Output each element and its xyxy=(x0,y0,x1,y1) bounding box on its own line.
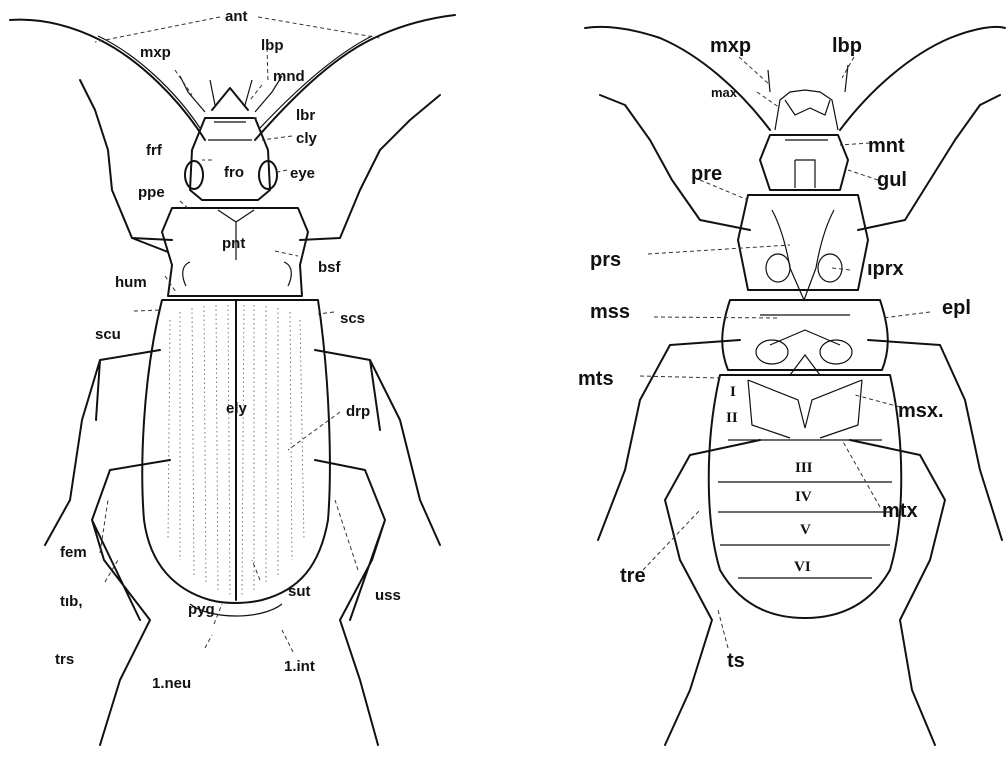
leg-hind-left xyxy=(92,460,170,745)
antenna-left xyxy=(10,20,205,140)
ventral-leg-front-right xyxy=(858,95,1000,230)
label-bsf: bsf xyxy=(318,259,342,276)
sternite-label: I xyxy=(730,384,736,400)
label-ventral-mts: mts xyxy=(578,368,614,390)
dorsal-view: ant mxp lbp mnd lbr cly frf fro eye ppe … xyxy=(10,8,455,745)
label-fem: fem xyxy=(60,544,87,561)
ventral-head xyxy=(760,135,848,190)
label-pyg: pyg xyxy=(188,601,215,618)
label-drp: drp xyxy=(346,403,370,420)
label-ant: ant xyxy=(225,8,248,25)
ventral-view: mxp lbp max mnt gul pre prs ıprx mss epl… xyxy=(578,27,1005,745)
label-ely: ely xyxy=(226,400,248,417)
palps xyxy=(180,76,282,112)
label-sut: sut xyxy=(288,583,311,600)
label-ventral-mnt: mnt xyxy=(868,135,905,157)
label-ventral-mxp: mxp xyxy=(710,35,751,57)
eye-left xyxy=(185,161,203,189)
ventral-leg-front-left xyxy=(600,95,750,230)
label-frf: frf xyxy=(146,142,163,159)
label-ventral-prx: ıprx xyxy=(867,258,904,280)
label-ventral-ts: ts xyxy=(727,650,745,672)
ventral-prothorax xyxy=(738,195,868,290)
sternite-label: V xyxy=(800,522,811,538)
label-lbr: lbr xyxy=(296,107,315,124)
procoxa-right xyxy=(818,254,842,282)
label-ventral-msx: msx. xyxy=(898,400,944,422)
procoxa-left xyxy=(766,254,790,282)
label-scu: scu xyxy=(95,326,121,343)
label-scs: scs xyxy=(340,310,365,327)
sternite-label: IV xyxy=(795,489,812,505)
leg-mid-right xyxy=(315,350,440,545)
label-ventral-mss: mss xyxy=(590,301,630,323)
ventral-pterothorax xyxy=(722,300,888,370)
head-dorsal xyxy=(190,118,270,200)
sternite-label: VI xyxy=(794,559,811,575)
label-lbp: lbp xyxy=(261,37,284,54)
ventral-leg-mid-left xyxy=(598,340,740,540)
label-uss: uss xyxy=(375,587,401,604)
label-trs: trs xyxy=(55,651,74,668)
ventral-antenna-right xyxy=(840,27,1005,130)
label-mxp: mxp xyxy=(140,44,171,61)
dorsal-leader-lines xyxy=(95,17,380,652)
label-ppe: ppe xyxy=(138,184,165,201)
label-ventral-max: max xyxy=(711,85,738,100)
label-cly: cly xyxy=(296,130,318,147)
label-pnt: pnt xyxy=(222,235,245,252)
ventral-leg-hind-right xyxy=(850,440,945,745)
leg-front-left xyxy=(80,80,172,252)
metacoxal-plates xyxy=(748,380,862,438)
label-ventral-prs: prs xyxy=(590,249,621,271)
label-fro: fro xyxy=(224,164,244,181)
sternite-label: II xyxy=(726,410,738,426)
ventral-leg-hind-left xyxy=(665,440,760,745)
label-ventral-lbp: lbp xyxy=(832,35,862,57)
label-ventral-epl: epl xyxy=(942,297,971,319)
label-ventral-gul: gul xyxy=(877,169,907,191)
mandibles xyxy=(212,88,248,110)
leg-front-right xyxy=(300,95,440,240)
label-neu: 1.neu xyxy=(152,675,191,692)
label-mnd: mnd xyxy=(273,68,305,85)
label-int: 1.int xyxy=(284,658,315,675)
sternite-label: III xyxy=(795,460,813,476)
label-hum: hum xyxy=(115,274,147,291)
label-tib: tıb, xyxy=(60,593,83,610)
label-ventral-pre: pre xyxy=(691,163,722,185)
label-eye: eye xyxy=(290,165,315,182)
label-ventral-tre: tre xyxy=(620,565,646,587)
ventral-mouthparts xyxy=(768,65,848,130)
label-ventral-mtx: mtx xyxy=(882,500,918,522)
